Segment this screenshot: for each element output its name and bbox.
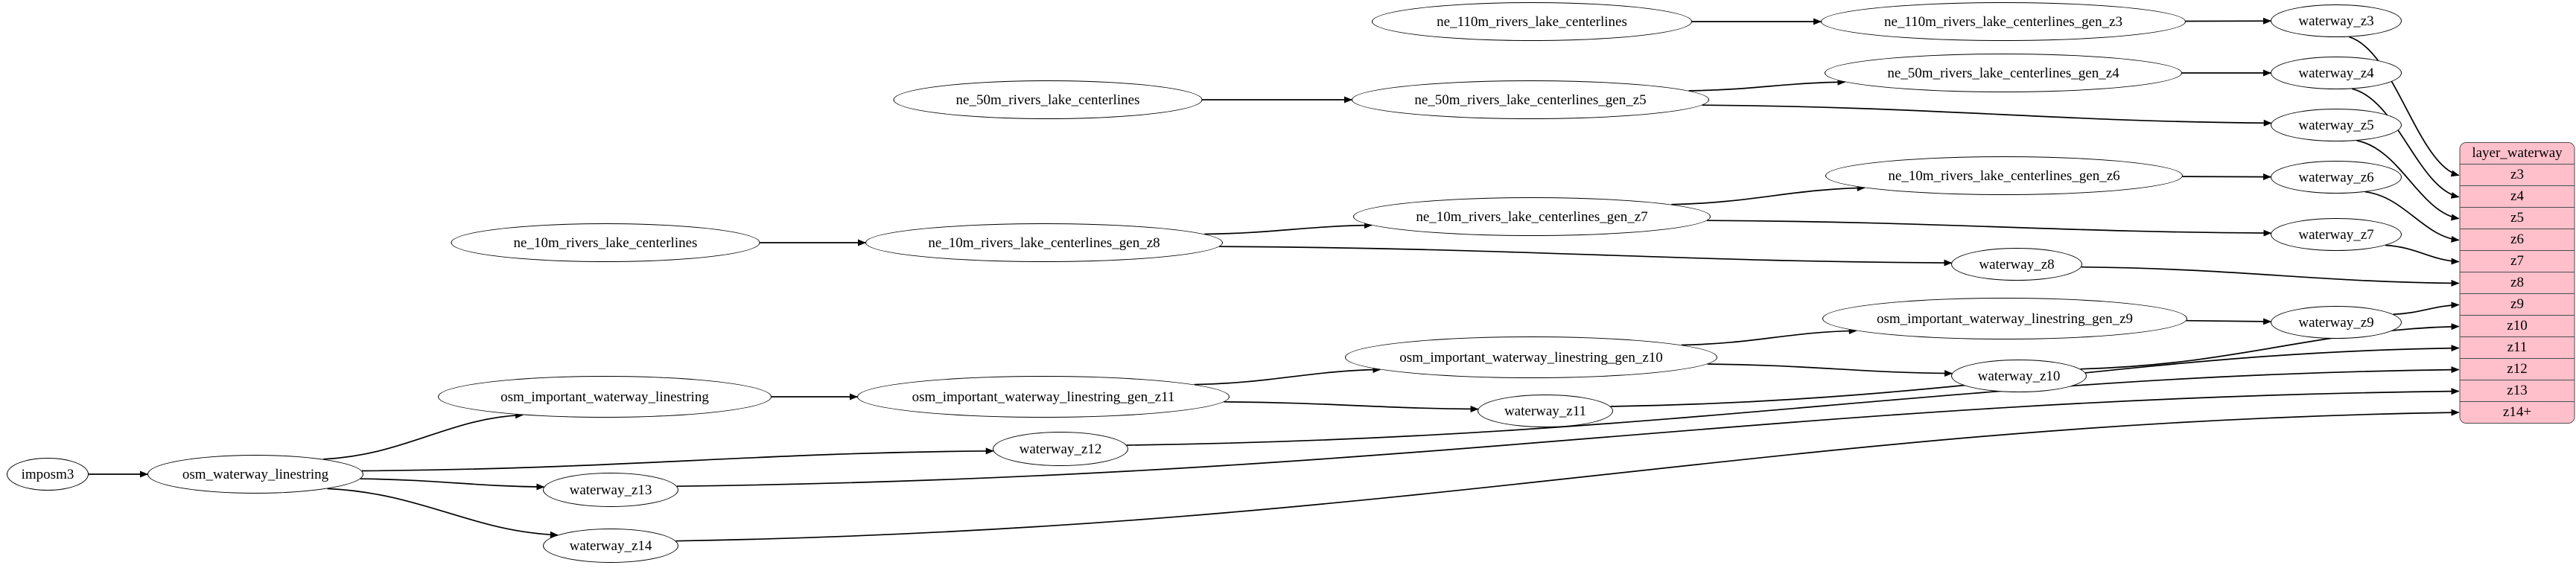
node-label: waterway_z8 (1979, 256, 2055, 272)
node-label: ne_10m_rivers_lake_centerlines_gen_z8 (928, 234, 1160, 251)
edge-ne_10m_rivers_lake_centerlines_gen_z7--to--waterway_z7 (1707, 220, 2272, 237)
edge-waterway_z7--to--layer_waterway_z7 (2385, 244, 2460, 265)
node-waterway_z9[interactable]: waterway_z9 (2271, 306, 2402, 339)
node-waterway_z6[interactable]: waterway_z6 (2271, 161, 2402, 194)
edge-osm_waterway_linestring--to--waterway_z14 (327, 488, 559, 538)
node-label: waterway_z6 (2298, 169, 2374, 185)
node-ne_10m_rivers_lake_centerlines_gen_z8[interactable]: ne_10m_rivers_lake_centerlines_gen_z8 (865, 223, 1223, 262)
edge-osm_important_waterway_linestring_gen_z10--to--osm_important_waterway_linestring_gen_z9 (1681, 327, 1857, 346)
node-label: waterway_z4 (2298, 65, 2374, 81)
edge-waterway_z9--to--layer_waterway_z9 (2393, 301, 2460, 316)
node-label: ne_10m_rivers_lake_centerlines (513, 234, 698, 251)
record-row-z7[interactable]: z7 (2460, 251, 2575, 272)
record-row-z5[interactable]: z5 (2460, 208, 2575, 229)
node-label: osm_important_waterway_linestring (500, 389, 709, 405)
edge-ne_50m_rivers_lake_centerlines_gen_z5--to--ne_50m_rivers_lake_centerlines_gen_z4 (1688, 78, 1846, 92)
node-waterway_z13[interactable]: waterway_z13 (543, 473, 678, 507)
record-row-z8[interactable]: z8 (2460, 272, 2575, 294)
edge-osm_waterway_linestring--to--osm_important_waterway_linestring (323, 412, 524, 460)
edge-ne_10m_rivers_lake_centerlines_gen_z6--to--waterway_z6 (2182, 173, 2271, 181)
node-waterway_z10[interactable]: waterway_z10 (1951, 360, 2087, 392)
node-waterway_z4[interactable]: waterway_z4 (2271, 57, 2402, 89)
node-ne_10m_rivers_lake_centerlines_gen_z6[interactable]: ne_10m_rivers_lake_centerlines_gen_z6 (1825, 156, 2183, 195)
edge-osm_waterway_linestring--to--waterway_z13 (360, 478, 545, 491)
edge-ne_50m_rivers_lake_centerlines_gen_z5--to--waterway_z5 (1702, 104, 2272, 127)
node-label: ne_10m_rivers_lake_centerlines_gen_z7 (1416, 208, 1648, 225)
node-waterway_z11[interactable]: waterway_z11 (1478, 395, 1613, 427)
node-imposm3[interactable]: imposm3 (7, 458, 89, 491)
node-label: osm_important_waterway_linestring_gen_z1… (1399, 349, 1663, 366)
node-ne_50m_rivers_lake_centerlines_gen_z4[interactable]: ne_50m_rivers_lake_centerlines_gen_z4 (1825, 54, 2182, 92)
node-ne_50m_rivers_lake_centerlines_gen_z5[interactable]: ne_50m_rivers_lake_centerlines_gen_z5 (1352, 80, 1709, 119)
node-label: ne_110m_rivers_lake_centerlines (1437, 13, 1627, 30)
node-waterway_z5[interactable]: waterway_z5 (2271, 109, 2402, 141)
edge-waterway_z12--to--layer_waterway_z12 (1126, 366, 2460, 446)
node-label: imposm3 (21, 466, 74, 482)
edge-osm_important_waterway_linestring_gen_z10--to--waterway_z10 (1707, 363, 1953, 377)
node-ne_50m_rivers_lake_centerlines[interactable]: ne_50m_rivers_lake_centerlines (893, 80, 1203, 119)
node-ne_110m_rivers_lake_centerlines[interactable]: ne_110m_rivers_lake_centerlines (1372, 2, 1692, 41)
edge-ne_10m_rivers_lake_centerlines_gen_z7--to--ne_10m_rivers_lake_centerlines_gen_z6 (1671, 184, 1866, 205)
record-row-z14+[interactable]: z14+ (2460, 402, 2575, 423)
record-row-z10[interactable]: z10 (2460, 316, 2575, 337)
node-label: waterway_z14 (569, 537, 652, 554)
node-label: waterway_z9 (2298, 314, 2374, 331)
edge-osm_important_waterway_linestring_gen_z9--to--waterway_z9 (2186, 318, 2272, 325)
record-row-z11[interactable]: z11 (2460, 337, 2575, 359)
node-ne_10m_rivers_lake_centerlines_gen_z7[interactable]: ne_10m_rivers_lake_centerlines_gen_z7 (1353, 197, 1711, 236)
record-row-z6[interactable]: z6 (2460, 229, 2575, 251)
node-label: osm_important_waterway_linestring_gen_z9 (1876, 310, 2134, 327)
edge-osm_important_waterway_linestring_gen_z11--to--osm_important_waterway_linestring_gen_z10 (1194, 366, 1381, 386)
edge-ne_10m_rivers_lake_centerlines_gen_z8--to--ne_10m_rivers_lake_centerlines_gen_z7 (1204, 222, 1373, 235)
record-row-z13[interactable]: z13 (2460, 380, 2575, 402)
edge-waterway_z14--to--layer_waterway_z14+ (675, 409, 2460, 542)
node-label: osm_important_waterway_linestring_gen_z1… (912, 389, 1175, 405)
node-label: ne_50m_rivers_lake_centerlines (955, 92, 1140, 108)
record-row-z4[interactable]: z4 (2460, 186, 2575, 208)
node-label: osm_waterway_linestring (182, 466, 329, 482)
node-waterway_z8[interactable]: waterway_z8 (1951, 248, 2082, 281)
node-waterway_z3[interactable]: waterway_z3 (2271, 4, 2402, 37)
node-label: ne_50m_rivers_lake_centerlines_gen_z5 (1414, 92, 1647, 108)
node-osm_important_waterway_linestring[interactable]: osm_important_waterway_linestring (438, 376, 772, 418)
node-ne_110m_rivers_lake_centerlines_gen_z3[interactable]: ne_110m_rivers_lake_centerlines_gen_z3 (1821, 2, 2186, 41)
node-osm_important_waterway_linestring_gen_z9[interactable]: osm_important_waterway_linestring_gen_z9 (1822, 298, 2187, 339)
record-row-z3[interactable]: z3 (2460, 165, 2575, 186)
node-waterway_z14[interactable]: waterway_z14 (543, 529, 678, 563)
node-ne_10m_rivers_lake_centerlines[interactable]: ne_10m_rivers_lake_centerlines (451, 223, 760, 262)
node-label: waterway_z5 (2298, 117, 2374, 133)
edge-waterway_z8--to--layer_waterway_z8 (2081, 266, 2460, 287)
edge-ne_10m_rivers_lake_centerlines_gen_z8--to--waterway_z8 (1219, 246, 1953, 267)
node-label: ne_110m_rivers_lake_centerlines_gen_z3 (1883, 13, 2123, 30)
node-osm_waterway_linestring[interactable]: osm_waterway_linestring (147, 455, 363, 494)
node-label: waterway_z3 (2298, 13, 2374, 29)
record-title: layer_waterway (2460, 143, 2575, 165)
node-osm_important_waterway_linestring_gen_z11[interactable]: osm_important_waterway_linestring_gen_z1… (857, 376, 1230, 418)
node-label: ne_10m_rivers_lake_centerlines_gen_z6 (1888, 167, 2120, 184)
node-label: waterway_z7 (2298, 226, 2374, 243)
node-label: ne_50m_rivers_lake_centerlines_gen_z4 (1887, 65, 2119, 81)
node-label: waterway_z12 (1019, 441, 1102, 457)
node-label: waterway_z13 (569, 482, 652, 498)
node-osm_important_waterway_linestring_gen_z10[interactable]: osm_important_waterway_linestring_gen_z1… (1345, 336, 1717, 378)
node-label: waterway_z11 (1504, 403, 1587, 419)
node-waterway_z12[interactable]: waterway_z12 (993, 432, 1128, 466)
edge-osm_important_waterway_linestring_gen_z11--to--waterway_z11 (1224, 401, 1479, 412)
node-waterway_z7[interactable]: waterway_z7 (2271, 218, 2402, 251)
edge-osm_waterway_linestring--to--waterway_z12 (361, 447, 994, 472)
record-row-z12[interactable]: z12 (2460, 359, 2575, 380)
node-label: waterway_z10 (1977, 368, 2061, 384)
record-row-z9[interactable]: z9 (2460, 294, 2575, 316)
